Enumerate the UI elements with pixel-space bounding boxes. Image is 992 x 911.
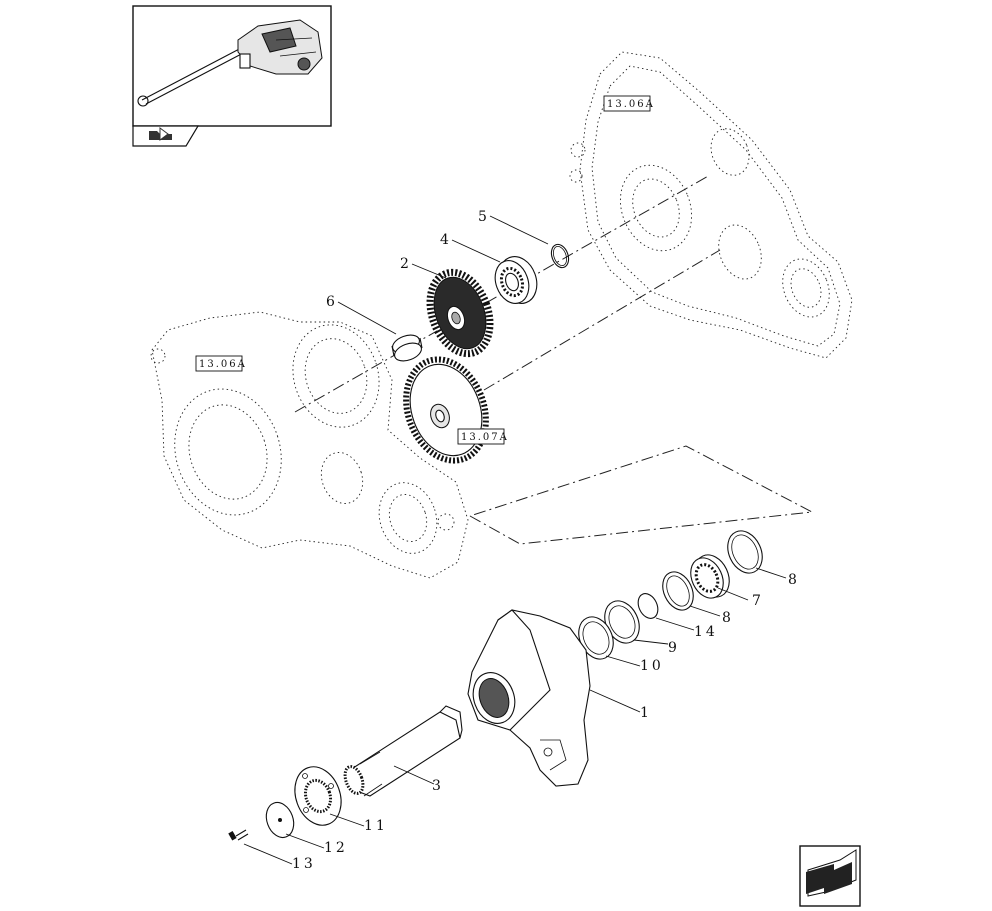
callout-9: 9 — [668, 640, 680, 656]
back-nav-button[interactable] — [799, 845, 861, 907]
cover-1[interactable] — [466, 609, 591, 787]
callout-10: 10 — [640, 658, 664, 674]
shaft-3[interactable] — [342, 705, 463, 797]
gear-2[interactable] — [419, 264, 500, 362]
callout-3: 3 — [432, 778, 444, 794]
pto-assembly-thumbnail — [137, 19, 323, 107]
flange-11[interactable] — [287, 760, 349, 831]
ref-label-13-06a-left[interactable]: 13.06A — [195, 355, 247, 372]
snap-ring-5[interactable] — [548, 242, 571, 270]
disc-12[interactable] — [262, 799, 299, 842]
thumbnail-panel[interactable] — [132, 5, 332, 127]
callout-1: 1 — [640, 705, 652, 721]
callout-2: 2 — [400, 256, 412, 272]
axis-line-upper — [294, 174, 711, 413]
rear-housing — [569, 51, 853, 359]
folder-arrow-icon — [149, 127, 172, 141]
screw-13[interactable] — [228, 829, 249, 841]
ring-8-inner[interactable] — [657, 567, 699, 615]
ring-8-outer[interactable] — [721, 525, 769, 578]
thumbnail-tab[interactable] — [132, 125, 200, 147]
axis-line-output — [469, 445, 814, 545]
callout-11: 11 — [364, 818, 388, 834]
callout-5: 5 — [478, 209, 490, 225]
ref-label-13-07a[interactable]: 13.07A — [457, 428, 509, 445]
ref-label-text: 13.06A — [607, 99, 655, 110]
callouts: 1 2 3 4 5 6 7 8 8 9 10 11 12 13 14 — [243, 209, 800, 872]
front-housing — [150, 311, 469, 579]
callout-13: 13 — [292, 856, 316, 872]
callout-4: 4 — [440, 232, 452, 248]
callout-6: 6 — [326, 294, 338, 310]
bearing-4[interactable] — [489, 251, 543, 308]
gear-13-07a[interactable] — [393, 348, 500, 472]
spacer-6[interactable] — [390, 332, 424, 365]
callout-14: 14 — [694, 624, 718, 640]
ref-label-13-06a-top[interactable]: 13.06A — [603, 95, 655, 112]
snap-ring-14[interactable] — [634, 590, 661, 621]
ref-label-text: 13.06A — [199, 359, 247, 370]
axis-line-lower — [483, 249, 721, 391]
arrow-back-icon — [806, 849, 857, 897]
callout-8-outer: 8 — [788, 572, 800, 588]
callout-7: 7 — [752, 593, 764, 609]
callout-12: 12 — [324, 840, 348, 856]
bearing-7[interactable] — [685, 549, 736, 603]
ref-label-text: 13.07A — [461, 432, 509, 443]
callout-8-inner: 8 — [722, 610, 734, 626]
